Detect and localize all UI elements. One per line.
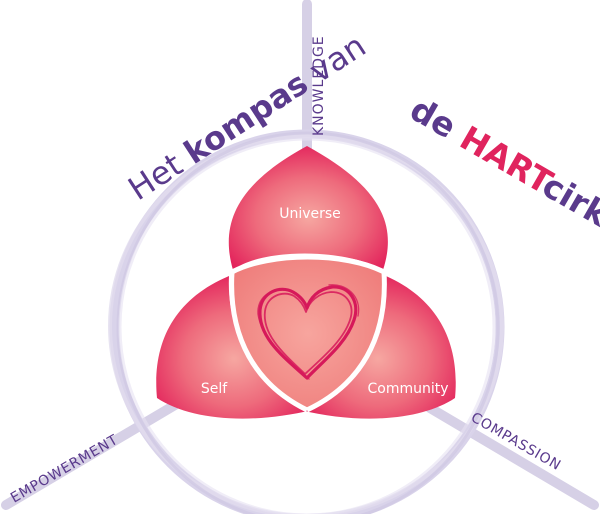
petal-label-self: Self: [201, 381, 228, 397]
axis-line-right: [425, 403, 599, 510]
petals: [156, 146, 456, 419]
petal-label-community: Community: [367, 381, 448, 397]
petal-self: [156, 276, 312, 419]
petal-label-universe: Universe: [279, 206, 341, 222]
petal-borders: [229, 254, 387, 413]
center-region: [231, 257, 385, 410]
axis-label-knowledge: KNOWLEDGE: [311, 35, 327, 136]
petal-universe: [228, 146, 388, 270]
axis-label-empowerment: EMPOWERMENT: [8, 432, 121, 507]
heart-icon: [257, 284, 360, 380]
petal-community: [300, 276, 456, 419]
outer-ring: [108, 129, 505, 514]
